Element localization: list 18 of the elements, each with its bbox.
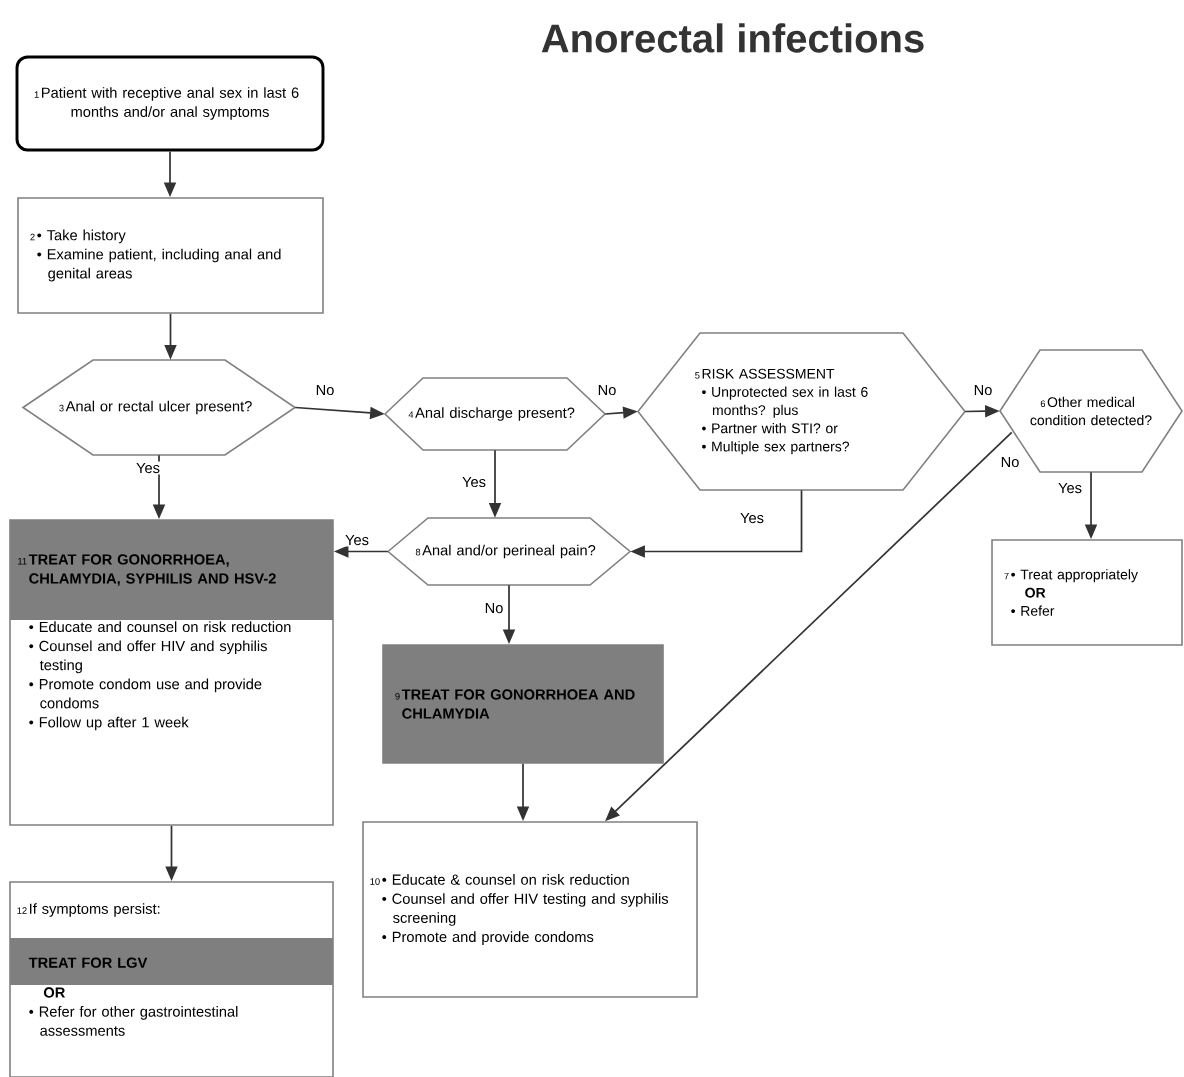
process-box: 10 • Educate & counsel on risk reduction • Counsel and offer HIV testing and syphilis screening • Promote and provide condoms [362,821,698,998]
start-box: 1 Patient with receptive anal sex in last 6 months and/or anal symptoms [15,55,325,152]
treatment-box: 11TREAT FOR GONORRHOEA, CHLAMYDIA, SYPHILIS AND HSV-2 • Educate and counsel on risk reduction • Counsel and offer HIV and syphilis testing • Promote condom use and provide condoms • Follow up after 1 week [9,519,334,826]
edge-label: No [483,601,505,615]
edge-label: Yes [738,511,766,525]
treatment-box: 9TREAT FOR GONORRHOEA AND CHLAMYDIA [382,644,664,764]
treatment-box: 12 If symptoms persist: TREAT FOR LGV OR • Refer for other gastrointestinal assessments [9,881,334,1077]
title: Anorectal infections [541,23,924,53]
edge-label: No [999,455,1021,469]
edge-label: No [314,383,336,397]
edge-label: Yes [343,533,371,547]
edge-label: Yes [1056,481,1084,495]
edge-label: Yes [460,475,488,489]
edge-label: Yes [134,461,162,475]
process-box: 7 • Treat appropriately OR • Refer [991,539,1183,646]
process-box: 2 • Take history • Examine patient, including anal and genital areas [17,197,324,314]
edge-label: No [972,383,994,397]
decision-hexagon: 5 RISK ASSESSMENT • Unprotected sex in last 6 months? plus • Partner with STI? or • Multiple sex partners? [637,332,967,491]
